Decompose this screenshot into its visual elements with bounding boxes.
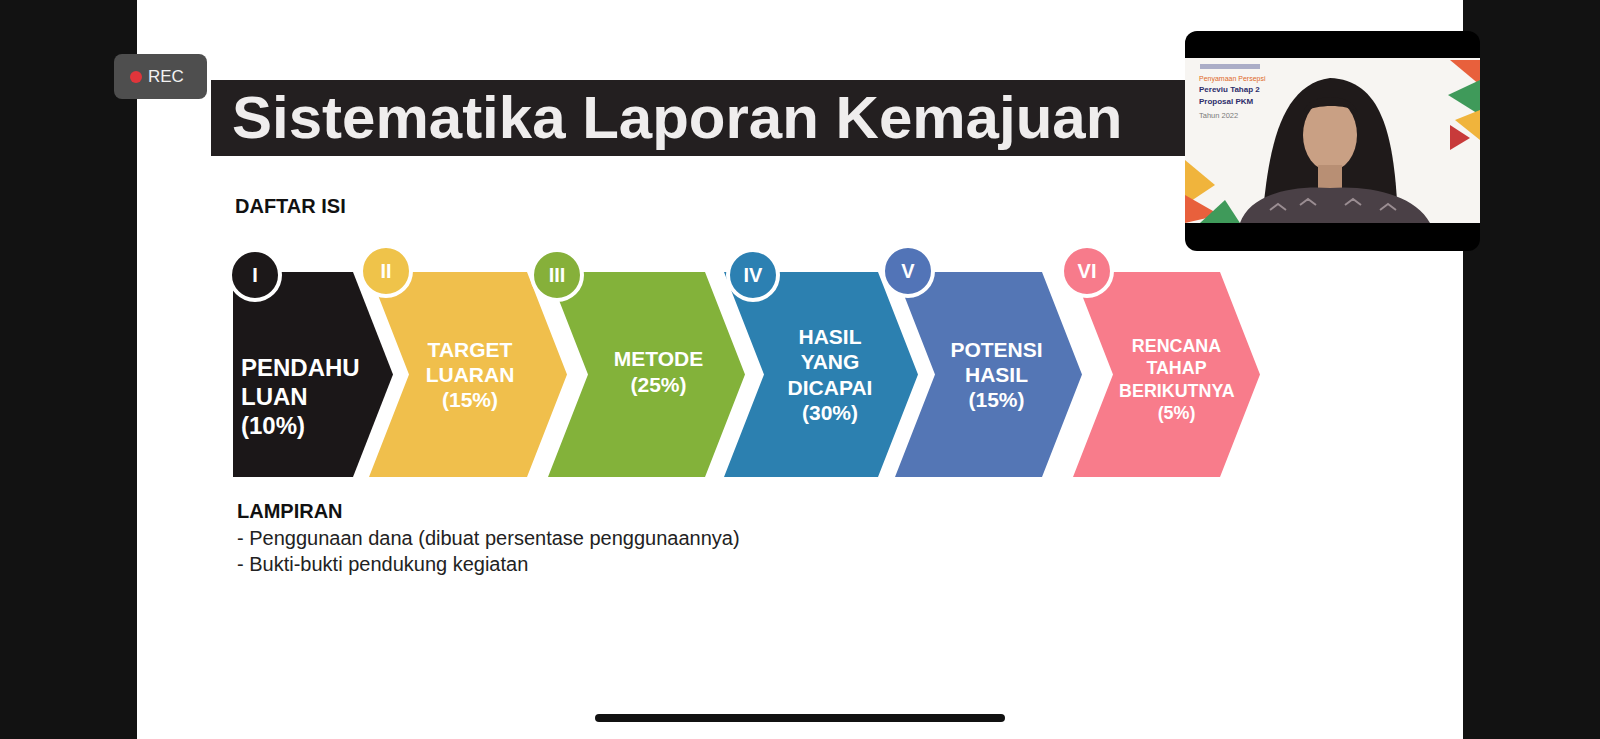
chevron-step: POTENSI HASIL (15%) bbox=[895, 272, 1082, 477]
deco-triangle bbox=[1450, 60, 1480, 85]
number-circle: V bbox=[881, 244, 935, 298]
deco-triangle bbox=[1448, 80, 1480, 115]
number-circle: VI bbox=[1060, 244, 1114, 298]
video-image bbox=[1185, 58, 1480, 223]
chevron-fill bbox=[895, 272, 1082, 477]
section-heading: LAMPIRAN bbox=[237, 499, 343, 523]
person-neck bbox=[1318, 165, 1342, 190]
list-item: - Penggunaan dana (dibuat persentase pen… bbox=[237, 526, 740, 550]
step-number: VI bbox=[1078, 261, 1097, 281]
chevron-fill bbox=[1073, 272, 1260, 477]
step-label: RENCANA TAHAP BERIKUTNYA (5%) bbox=[1119, 335, 1234, 424]
step-label: TARGET LUARAN (15%) bbox=[426, 337, 515, 413]
video-slide-text: Pereviu Tahap 2 bbox=[1199, 85, 1260, 95]
video-frame bbox=[1185, 31, 1480, 251]
video-slide-text: Tahun 2022 bbox=[1199, 111, 1238, 120]
chevron-step: TARGET LUARAN (15%) bbox=[369, 272, 567, 477]
step-label: METODE (25%) bbox=[614, 346, 703, 396]
step-number: IV bbox=[744, 265, 763, 285]
video-slide-text: Penyamaan Persepsi bbox=[1199, 75, 1266, 83]
chevron-step: RENCANA TAHAP BERIKUTNYA (5%) bbox=[1073, 272, 1260, 477]
rec-dot bbox=[130, 71, 142, 83]
title-bar bbox=[211, 80, 1185, 156]
number-circle: IV bbox=[726, 248, 780, 302]
list-item: - Bukti-bukti pendukung kegiatan bbox=[237, 552, 528, 576]
number-circle: I bbox=[228, 248, 282, 302]
step-number: III bbox=[549, 265, 566, 285]
section-heading: DAFTAR ISI bbox=[235, 194, 346, 218]
number-circle: III bbox=[530, 248, 584, 302]
step-number: II bbox=[380, 261, 391, 281]
step-label: POTENSI HASIL (15%) bbox=[950, 337, 1042, 413]
person-pattern bbox=[1270, 199, 1396, 210]
step-number: I bbox=[252, 265, 258, 285]
rec-label: REC bbox=[148, 67, 184, 87]
number-circle: II bbox=[359, 244, 413, 298]
chevron-step: HASIL YANG DICAPAI (30%) bbox=[724, 272, 918, 477]
chevron-fill bbox=[548, 272, 745, 477]
chevron-fill bbox=[233, 272, 393, 477]
video-ground bbox=[1185, 58, 1480, 223]
person-fringe bbox=[1303, 97, 1358, 112]
chevron-shape bbox=[724, 272, 918, 477]
chevron-fill bbox=[724, 272, 918, 477]
logo-row bbox=[1200, 64, 1260, 69]
person-face bbox=[1303, 99, 1357, 171]
step-label: PENDAHU LUAN (10%) bbox=[241, 354, 360, 440]
rec-badge bbox=[114, 54, 207, 99]
deco-triangle bbox=[1450, 125, 1470, 150]
home-indicator bbox=[595, 714, 1005, 722]
chevron-fill bbox=[369, 272, 567, 477]
chevron-step: METODE (25%) bbox=[548, 272, 745, 477]
chevron-step: PENDAHU LUAN (10%) bbox=[233, 272, 393, 477]
person-body bbox=[1240, 187, 1430, 223]
slide-title: Sistematika Laporan Kemajuan bbox=[232, 80, 1122, 156]
step-number: V bbox=[901, 261, 914, 281]
video-slide-text: Proposal PKM bbox=[1199, 97, 1253, 107]
deco-triangle bbox=[1200, 200, 1240, 223]
step-label: HASIL YANG DICAPAI (30%) bbox=[788, 324, 873, 425]
